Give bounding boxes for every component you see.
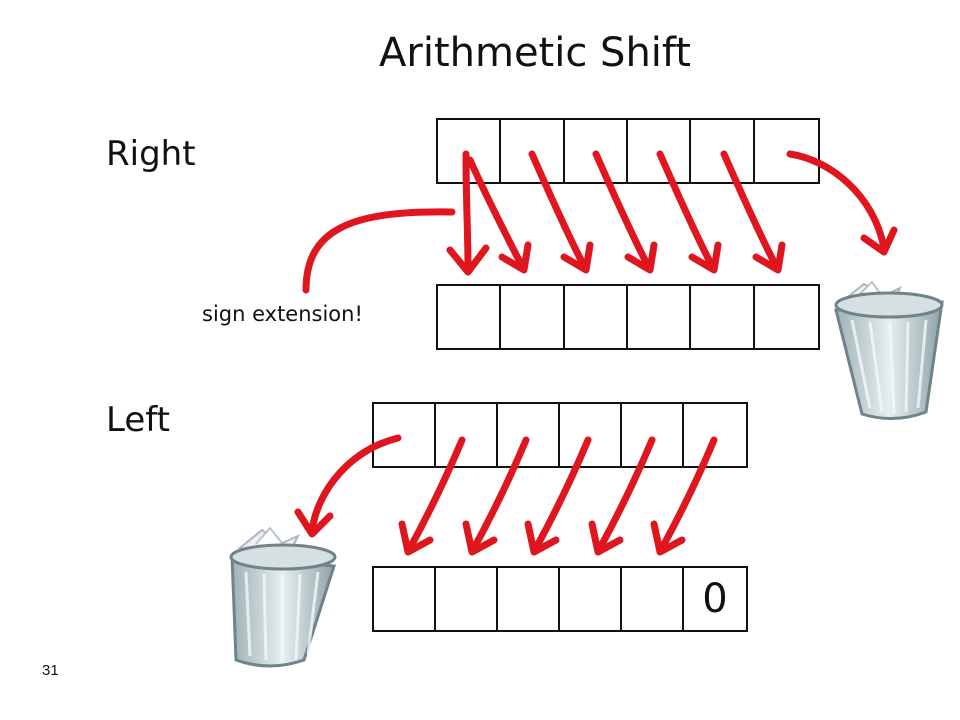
bit-cell xyxy=(565,120,629,182)
trash-bin-icon xyxy=(834,280,944,421)
sign-extension-note: sign extension! xyxy=(202,302,363,326)
left-shift-source-register xyxy=(372,402,748,468)
bit-cell xyxy=(438,120,502,182)
left-shift-label: Left xyxy=(106,400,170,440)
bit-cell xyxy=(501,120,565,182)
bit-cell xyxy=(622,404,684,466)
bit-cell xyxy=(498,568,560,630)
bit-cell xyxy=(501,286,565,348)
bit-cell xyxy=(374,404,436,466)
trash-bin-icon xyxy=(229,526,337,668)
right-shift-source-register xyxy=(436,118,820,184)
page-number: 31 xyxy=(42,662,59,679)
bit-cell xyxy=(560,568,622,630)
sign-extension-arrow-icon xyxy=(302,208,456,294)
bit-cell xyxy=(436,404,498,466)
bit-cell xyxy=(560,404,622,466)
zero-fill-cell: 0 xyxy=(702,576,728,622)
bit-cell xyxy=(691,286,755,348)
bit-cell xyxy=(684,404,746,466)
bit-cell xyxy=(691,120,755,182)
slide-title: Arithmetic Shift xyxy=(379,30,691,76)
bit-cell xyxy=(755,120,818,182)
right-shift-result-register xyxy=(436,284,820,350)
bit-cell xyxy=(622,568,684,630)
bit-cell xyxy=(438,286,502,348)
bit-cell xyxy=(628,120,692,182)
bit-cell xyxy=(565,286,629,348)
bit-cell xyxy=(498,404,560,466)
bit-cell xyxy=(755,286,818,348)
right-shift-label: Right xyxy=(106,134,196,174)
bit-cell xyxy=(374,568,436,630)
bit-cell xyxy=(436,568,498,630)
left-shift-result-register: 0 xyxy=(372,566,748,632)
bit-cell xyxy=(628,286,692,348)
